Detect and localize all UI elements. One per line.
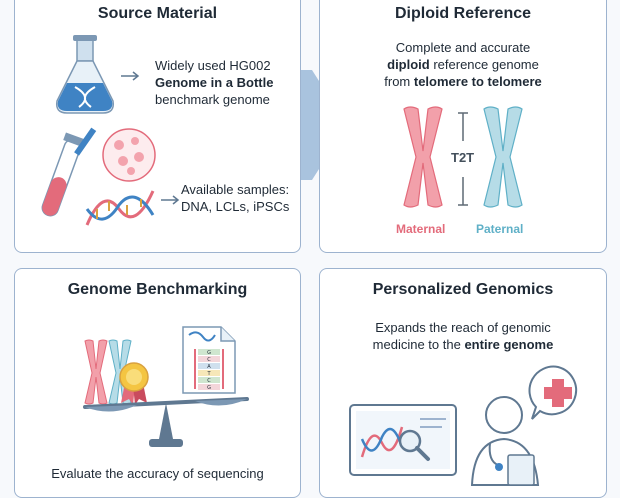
diploid-reference-panel: Diploid Reference Complete and accurate … — [319, 0, 607, 253]
panel-title-benchmarking: Genome Benchmarking — [67, 281, 248, 298]
diploid-line3a: from — [384, 74, 414, 89]
t2t-bracket-icon — [458, 112, 468, 206]
arrow-right-icon — [121, 71, 140, 81]
paternal-label: Paternal — [476, 222, 524, 236]
personalized-line2b: entire genome — [464, 337, 554, 352]
diploid-description: Complete and accurate diploid reference … — [320, 39, 606, 90]
personalized-description: Expands the reach of genomic medicine to… — [320, 319, 606, 353]
sequence-document-icon: G C A T C G — [182, 326, 236, 394]
t2t-label: T2T — [451, 150, 475, 165]
diploid-line3b: telomere to telomere — [413, 74, 542, 89]
medical-cross-icon — [528, 365, 578, 420]
personalized-line2a: medicine to the — [372, 337, 465, 352]
award-ribbon-icon — [119, 362, 149, 405]
source-line2: Genome in a Bottle — [155, 75, 274, 90]
samples-line2: DNA, LCLs, iPSCs — [181, 199, 290, 214]
seq-letter: C — [207, 378, 211, 384]
diploid-line2a: diploid — [387, 57, 430, 72]
samples-line1: Available samples: — [181, 182, 290, 197]
seq-letter: G — [207, 350, 211, 356]
computer-monitor-icon — [349, 404, 457, 476]
benchmarking-caption: Evaluate the accuracy of sequencing — [51, 466, 264, 481]
paternal-chromosome-icon — [483, 106, 523, 208]
samples-text: Available samples: DNA, LCLs, iPSCs — [181, 181, 289, 215]
flask-icon — [55, 35, 115, 114]
source-line3: benchmark genome — [155, 92, 270, 107]
panel-title-source: Source Material — [97, 5, 218, 22]
genome-benchmarking-panel: Genome Benchmarking G C A T C G — [14, 268, 301, 498]
cells-icon — [102, 128, 156, 182]
source-material-panel: Source Material Widely used HG002 Genome… — [14, 0, 301, 253]
doctor-icon — [470, 396, 540, 486]
diploid-line1: Complete and accurate — [395, 40, 531, 55]
personalized-line1: Expands the reach of genomic — [375, 320, 551, 335]
seq-letter: T — [206, 371, 211, 377]
seq-letter: A — [207, 364, 211, 370]
maternal-label: Maternal — [396, 222, 446, 236]
dna-icon — [85, 190, 155, 226]
personalized-genomics-panel: Personalized Genomics Expands the reach … — [319, 268, 607, 498]
diploid-line2b: reference genome — [429, 57, 539, 72]
test-tube-icon — [41, 127, 97, 217]
panel-title-diploid: Diploid Reference — [394, 5, 532, 22]
maternal-chromosome-icon — [403, 106, 443, 208]
seq-letter: C — [207, 357, 211, 363]
seq-letter: G — [207, 385, 211, 391]
source-line1: Widely used HG002 — [155, 58, 271, 73]
arrow-right-icon — [161, 195, 180, 205]
balance-scale-icon — [83, 397, 249, 447]
source-description: Widely used HG002 Genome in a Bottle ben… — [155, 57, 273, 108]
panel-title-personalized: Personalized Genomics — [372, 281, 554, 298]
